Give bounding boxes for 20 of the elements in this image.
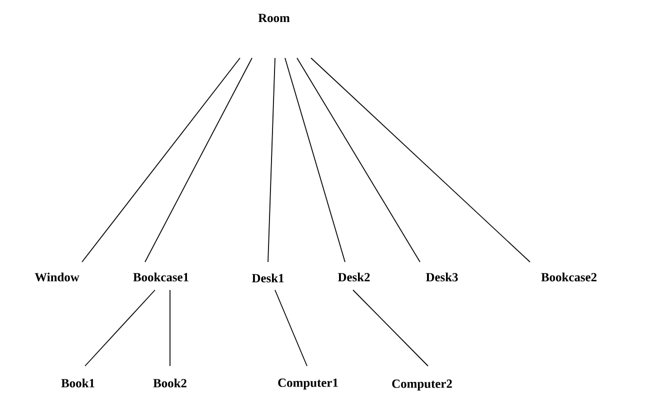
connector-line: [352, 290, 428, 366]
connector-line: [82, 58, 240, 262]
node-label: Bookcase2: [541, 272, 596, 282]
connector-line: [144, 58, 252, 262]
node-label: Window: [34, 272, 80, 282]
connector-line: [274, 290, 308, 366]
connector-line: [296, 58, 420, 262]
node-label: Book2: [153, 378, 186, 388]
connector-line: [284, 58, 346, 262]
node-label: Bookcase1: [133, 272, 188, 282]
node-label: Computer1: [278, 378, 338, 390]
node-label: Computer2: [392, 380, 452, 390]
node-label: Desk2: [338, 272, 370, 282]
node-label: Room: [258, 14, 290, 22]
connector-line: [310, 58, 530, 262]
connector-line: [84, 290, 156, 366]
connector-line: [268, 58, 276, 262]
node-label: Desk1: [252, 274, 284, 282]
node-label: Desk3: [426, 272, 458, 282]
node-label: Book1: [61, 378, 94, 388]
